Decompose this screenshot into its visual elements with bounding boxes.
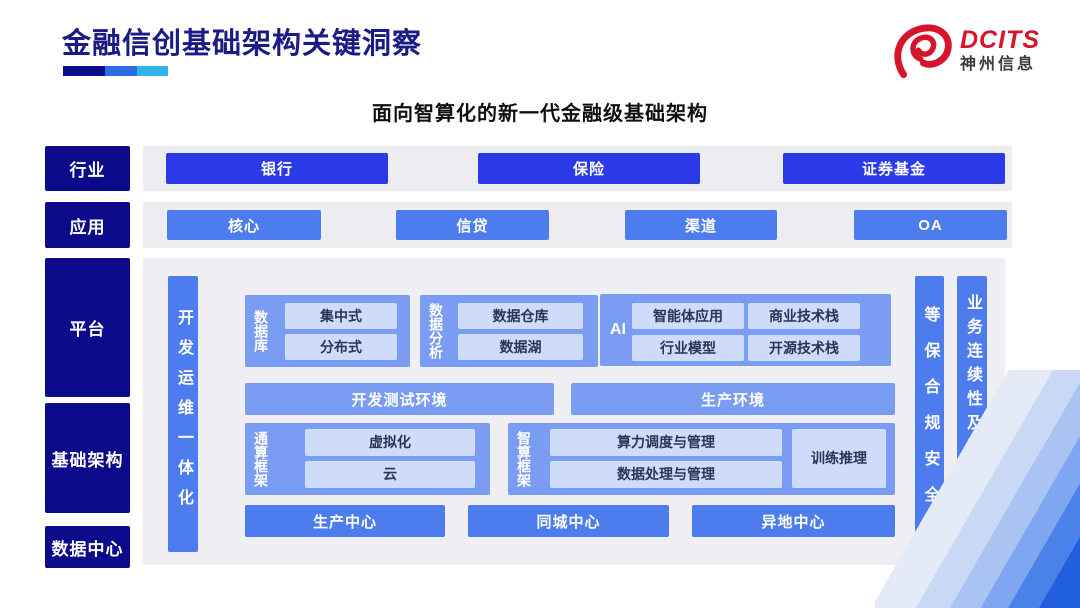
continuity-vertical-bar: 业务连续性及数据保护 bbox=[957, 276, 987, 552]
general-compute-card-label: 通算框架 bbox=[253, 431, 269, 487]
database-card-label: 数据库 bbox=[253, 310, 269, 352]
row-label-application: 应用 bbox=[45, 202, 130, 248]
center-bar-remote: 异地中心 bbox=[692, 505, 895, 537]
ai-pill-agent-apps: 智能体应用 bbox=[632, 303, 744, 329]
database-pill-distributed: 分布式 bbox=[285, 334, 397, 360]
ai-compute-pill-data-processing: 数据处理与管理 bbox=[550, 461, 782, 488]
row-label-platform: 平台 bbox=[45, 258, 130, 397]
page-title: 金融信创基础架构关键洞察 bbox=[62, 28, 423, 60]
center-bar-production: 生产中心 bbox=[245, 505, 445, 537]
dcits-logo: DCITS 神州信息 bbox=[890, 18, 1050, 82]
industry-track: 银行 保险 证券基金 bbox=[143, 146, 1012, 191]
underline-segment-blue bbox=[105, 66, 137, 76]
ai-card-label: AI bbox=[610, 321, 626, 338]
general-compute-pill-cloud: 云 bbox=[305, 461, 475, 488]
ai-compute-card: 智算框架 算力调度与管理 数据处理与管理 训练推理 bbox=[508, 423, 895, 495]
ai-pill-industry-models: 行业模型 bbox=[632, 335, 744, 361]
analytics-pill-warehouse: 数据仓库 bbox=[458, 303, 583, 329]
general-compute-card: 通算框架 虚拟化 云 bbox=[245, 423, 490, 495]
underline-segment-dark bbox=[63, 66, 105, 76]
underline-segment-cyan bbox=[137, 66, 168, 76]
ai-compute-pill-scheduling: 算力调度与管理 bbox=[550, 429, 782, 456]
ai-pill-opensource-stack: 开源技术栈 bbox=[748, 335, 860, 361]
row-label-industry: 行业 bbox=[45, 146, 130, 191]
logo-swirl-icon bbox=[894, 24, 952, 79]
devops-vertical-bar: 开发运维一体化 bbox=[168, 276, 198, 552]
application-track: 核心 信贷 渠道 OA bbox=[143, 202, 1012, 248]
industry-item-bank: 银行 bbox=[166, 153, 388, 184]
logo-brand: DCITS bbox=[960, 25, 1040, 54]
title-underline bbox=[63, 66, 168, 76]
analytics-card-label: 数据分析 bbox=[428, 303, 444, 359]
industry-item-insurance: 保险 bbox=[478, 153, 700, 184]
ai-card: AI 智能体应用 商业技术栈 行业模型 开源技术栈 bbox=[600, 294, 891, 366]
diagram-subtitle: 面向智算化的新一代金融级基础架构 bbox=[372, 103, 708, 125]
row-label-infrastructure: 基础架构 bbox=[45, 403, 130, 513]
application-item-core: 核心 bbox=[167, 210, 321, 240]
application-item-oa: OA bbox=[854, 210, 1007, 240]
general-compute-pill-virtualization: 虚拟化 bbox=[305, 429, 475, 456]
logo-text: DCITS 神州信息 bbox=[960, 25, 1040, 73]
ai-compute-pill-train-infer: 训练推理 bbox=[792, 429, 886, 488]
application-item-credit: 信贷 bbox=[396, 210, 549, 240]
ai-compute-card-label: 智算框架 bbox=[516, 431, 532, 487]
database-pill-centralized: 集中式 bbox=[285, 303, 397, 329]
logo-company: 神州信息 bbox=[960, 55, 1037, 73]
industry-item-securities: 证券基金 bbox=[783, 153, 1005, 184]
analytics-pill-lake: 数据湖 bbox=[458, 334, 583, 360]
platform-panel: 开发运维一体化 等保合规安全 业务连续性及数据保护 数据库 集中式 分布式 数据… bbox=[143, 258, 1005, 565]
center-bar-same-city: 同城中心 bbox=[468, 505, 669, 537]
security-vertical-bar: 等保合规安全 bbox=[915, 276, 944, 552]
env-bar-dev-test: 开发测试环境 bbox=[245, 383, 554, 415]
env-bar-production: 生产环境 bbox=[571, 383, 895, 415]
application-item-channel: 渠道 bbox=[625, 210, 777, 240]
ai-pill-commercial-stack: 商业技术栈 bbox=[748, 303, 860, 329]
row-label-datacenter: 数据中心 bbox=[45, 526, 130, 568]
analytics-card: 数据分析 数据仓库 数据湖 bbox=[420, 295, 598, 367]
database-card: 数据库 集中式 分布式 bbox=[245, 295, 410, 367]
